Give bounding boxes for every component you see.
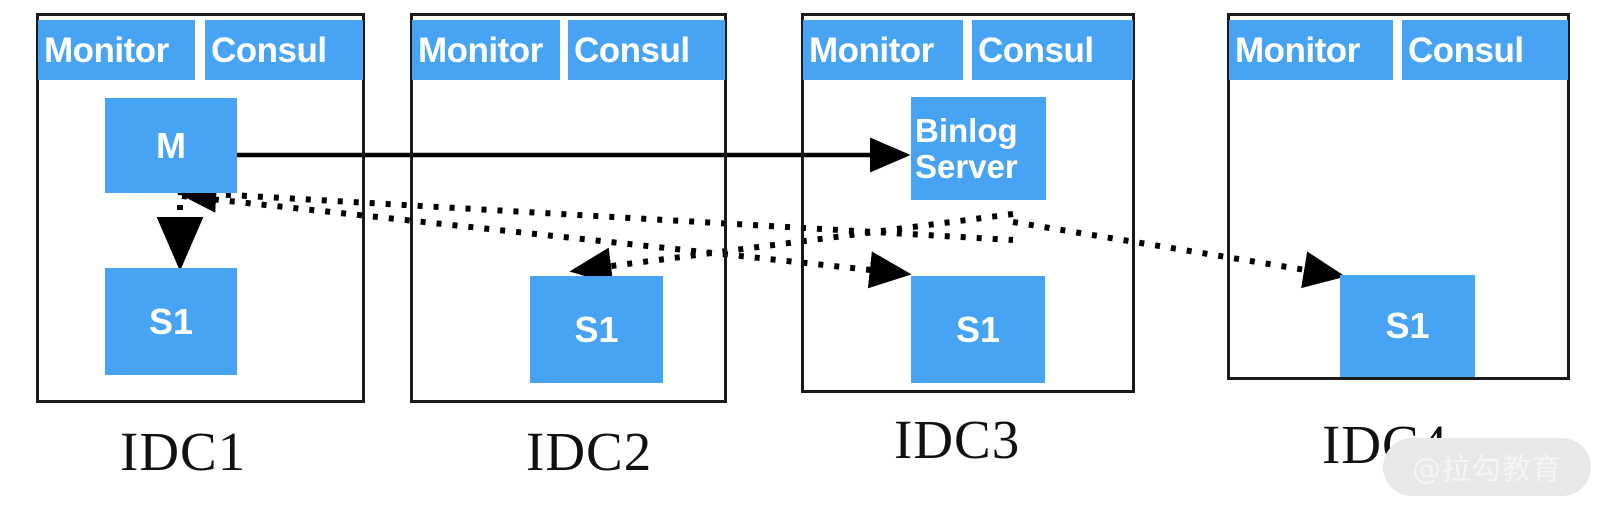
idc1-monitor-box[interactable]: Monitor	[38, 20, 195, 80]
idc3-node-s1[interactable]: S1	[911, 276, 1045, 383]
idc1-label: IDC1	[120, 421, 247, 482]
idc4-monitor-box[interactable]: Monitor	[1229, 20, 1393, 80]
idc2-node-s1[interactable]: S1	[530, 276, 663, 383]
idc-panel-idc1	[36, 13, 365, 403]
idc3-label: IDC3	[894, 409, 1021, 470]
idc3-node-binlog-server[interactable]: Binlog Server	[911, 97, 1046, 200]
binlog-label-line1: Binlog	[915, 111, 1018, 149]
idc-panel-idc2	[410, 13, 727, 403]
idc4-consul-box[interactable]: Consul	[1402, 20, 1568, 80]
idc4-label: IDC4	[1322, 414, 1449, 475]
idc1-node-m[interactable]: M	[105, 98, 237, 193]
connection-binlog-to-idc2-s1	[569, 211, 1014, 285]
idc1-consul-box[interactable]: Consul	[205, 20, 363, 80]
idc2-monitor-box[interactable]: Monitor	[412, 20, 560, 80]
connection-binlog-to-idc1-s1	[174, 175, 1014, 243]
idc3-consul-box[interactable]: Consul	[972, 20, 1133, 80]
idc2-consul-box[interactable]: Consul	[568, 20, 725, 80]
idc-panel-idc4	[1227, 13, 1570, 380]
idc1-node-s1[interactable]: S1	[105, 268, 237, 375]
idc2-label: IDC2	[526, 421, 653, 482]
idc4-node-s1[interactable]: S1	[1340, 275, 1475, 377]
binlog-label-line2: Server	[915, 147, 1018, 185]
connection-binlog-to-idc3-s1	[181, 193, 912, 289]
idc-panel-idc3	[801, 13, 1135, 393]
idc3-monitor-box[interactable]: Monitor	[803, 20, 963, 80]
